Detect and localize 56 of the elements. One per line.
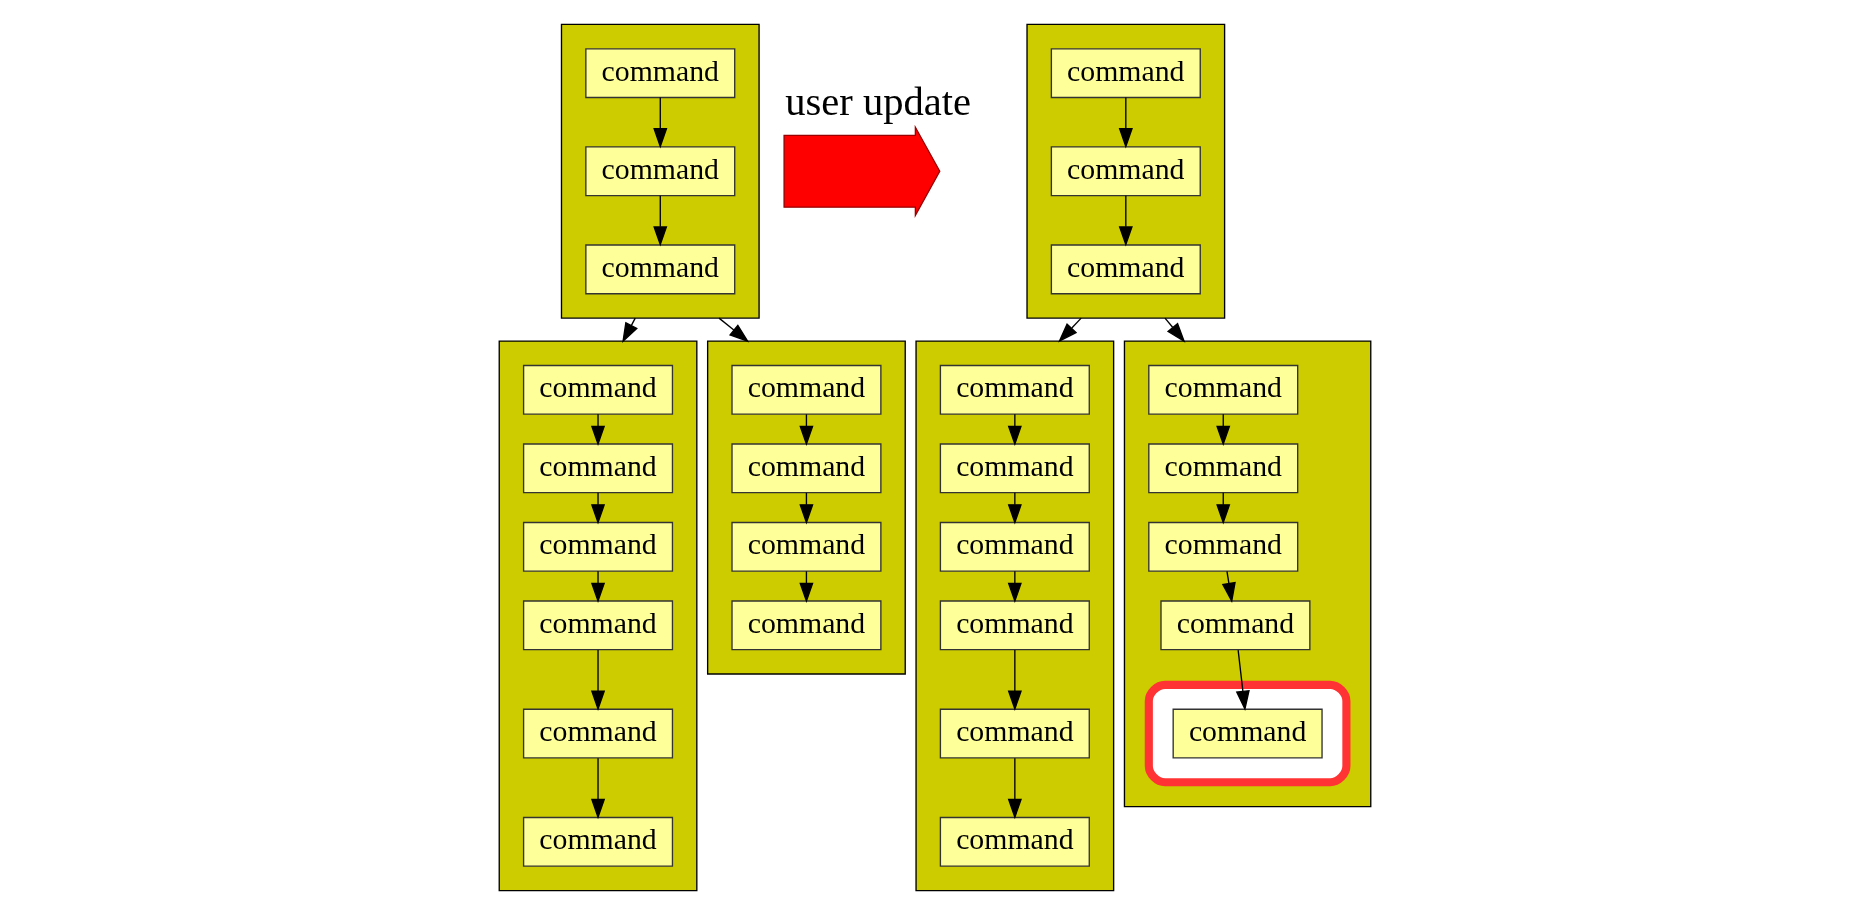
arrow <box>1235 649 1250 711</box>
cluster <box>498 340 697 892</box>
arrow <box>1007 570 1022 603</box>
node-box: command <box>939 443 1090 494</box>
arrow <box>652 96 667 149</box>
arrow <box>1007 492 1022 525</box>
node-box: command <box>939 708 1090 759</box>
cluster <box>1144 680 1350 787</box>
node-box: command <box>730 600 882 651</box>
cluster <box>914 340 1114 892</box>
node-box: command <box>730 521 882 572</box>
node-box: command <box>1050 244 1201 295</box>
node-box: command <box>939 816 1090 867</box>
node-box: command <box>1147 521 1298 572</box>
cluster <box>560 23 760 319</box>
node-box: command <box>1159 600 1311 651</box>
arrow <box>1007 757 1022 820</box>
node-box: command <box>584 146 735 197</box>
cluster <box>1025 23 1225 319</box>
node-box: command <box>939 521 1090 572</box>
node-arrow <box>782 124 940 218</box>
arrow <box>717 317 749 343</box>
arrow <box>590 413 605 446</box>
node-box: command <box>522 521 673 572</box>
node-box: command <box>730 364 882 415</box>
cluster <box>1123 340 1371 808</box>
node-label: user update <box>784 79 971 125</box>
node-box: command <box>522 708 673 759</box>
arrow <box>1007 649 1022 711</box>
arrow <box>590 757 605 820</box>
arrow <box>590 570 605 603</box>
arrow <box>1221 570 1236 603</box>
node-box: command <box>1172 708 1323 759</box>
arrow <box>590 492 605 525</box>
node-box: command <box>730 443 882 494</box>
node-box: command <box>522 364 673 415</box>
arrow <box>1163 317 1185 343</box>
arrow <box>1057 317 1082 343</box>
node-box: command <box>1050 48 1201 99</box>
arrow <box>1118 195 1133 247</box>
node-box: command <box>939 600 1090 651</box>
node-box: command <box>522 816 673 867</box>
node-box: command <box>584 244 735 295</box>
node-box: command <box>522 600 673 651</box>
node-box: command <box>522 443 673 494</box>
node-box: command <box>584 48 735 99</box>
arrow <box>590 649 605 711</box>
node-box: command <box>1050 146 1201 197</box>
arrow <box>652 195 667 247</box>
arrow <box>1118 96 1133 149</box>
cluster <box>706 340 906 675</box>
arrow <box>621 317 638 343</box>
node-box: command <box>1147 364 1298 415</box>
node-box: command <box>1147 443 1298 494</box>
node-box: command <box>939 364 1090 415</box>
arrow <box>1007 413 1022 446</box>
